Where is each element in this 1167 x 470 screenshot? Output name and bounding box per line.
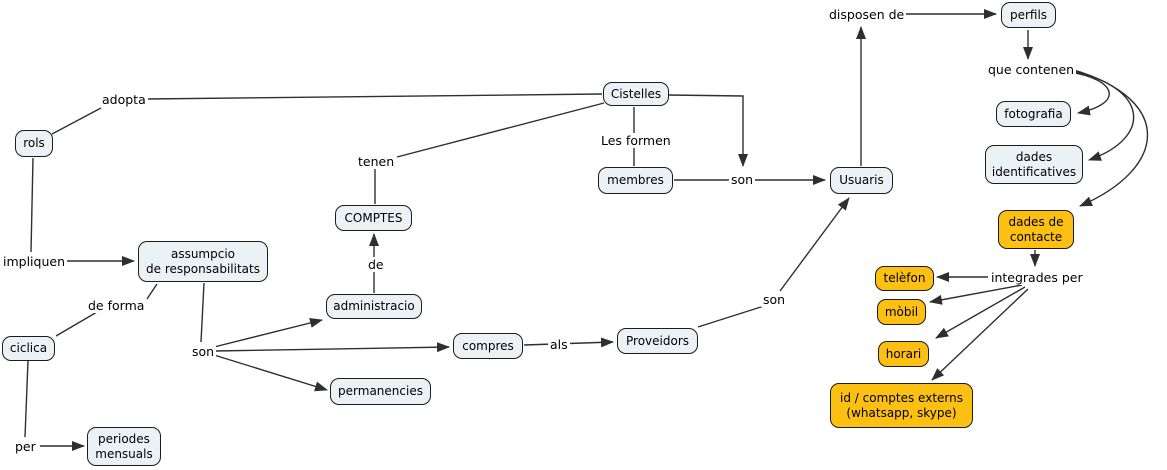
edge-quecontenen-dadescontacte-arrow [1073, 69, 1148, 207]
edge-deforma-ciclica [55, 311, 98, 337]
node-mobil[interactable]: mòbil [877, 299, 926, 325]
node-periodes-mensuals[interactable]: periodes mensuals [87, 427, 161, 466]
edge-label-adopta[interactable]: adopta [100, 92, 148, 107]
edge-son-usuaris-arrow [779, 197, 850, 292]
edge-adopta-cistelles [145, 93, 603, 100]
edge-assumpcio-son [200, 282, 205, 343]
edge-assumpcio-deforma [146, 283, 158, 300]
node-administracio[interactable]: administracio [326, 294, 422, 319]
node-usuaris[interactable]: Usuaris [830, 167, 893, 194]
node-proveidors[interactable]: Proveidors [617, 328, 698, 354]
node-perfils[interactable]: perfils [1001, 2, 1056, 28]
edge-label-disposen-de[interactable]: disposen de [827, 7, 907, 22]
edge-label-de[interactable]: de [366, 257, 386, 272]
node-compres[interactable]: compres [453, 333, 523, 359]
node-fotografia[interactable]: fotografia [996, 101, 1071, 127]
node-dades-de-contacte[interactable]: dades de contacte [998, 210, 1074, 249]
edge-label-les-formen[interactable]: Les formen [599, 133, 673, 148]
edge-quecontenen-fotografia-arrow [1069, 71, 1110, 116]
edge-rols-impliquen [30, 157, 34, 253]
node-membres[interactable]: membres [598, 167, 673, 194]
edge-son-compres-arrow [214, 342, 450, 353]
edge-label-que-contenen[interactable]: que contenen [986, 62, 1077, 77]
edge-cistelles-son-arrow [667, 94, 748, 167]
edge-label-son-assumpcio[interactable]: son [190, 344, 217, 359]
edge-integrades-idcomptes-arrow [931, 288, 1029, 381]
edge-rols-adopta [51, 107, 102, 135]
node-cistelles[interactable]: Cistelles [603, 82, 669, 106]
node-comptes[interactable]: COMPTES [335, 205, 412, 231]
edge-label-per[interactable]: per [13, 439, 38, 454]
edge-proveidors-son [697, 305, 765, 328]
edge-label-impliquen[interactable]: impliquen [1, 254, 67, 269]
edge-integrades-mobil-arrow [929, 284, 1023, 305]
edge-label-als[interactable]: als [548, 337, 570, 352]
edge-integrades-horari-arrow [935, 286, 1026, 339]
node-id-comptes-externs[interactable]: id / comptes externs (whatsapp, skype) [830, 383, 973, 428]
edge-ciclica-per [24, 360, 29, 438]
edge-label-tenen[interactable]: tenen [356, 154, 397, 169]
edge-label-son-proveidors[interactable]: son [761, 292, 788, 307]
node-rols[interactable]: rols [15, 130, 53, 157]
node-horari[interactable]: horari [878, 341, 929, 367]
edge-son-permanencies-arrow [213, 354, 328, 392]
node-assumpcio-responsabilitats[interactable]: assumpcio de responsabilitats [138, 241, 268, 282]
node-dades-identificatives[interactable]: dades identificatives [985, 145, 1083, 184]
edge-tenen-cistelles [396, 102, 605, 158]
edge-label-son-membres[interactable]: son [729, 172, 756, 187]
node-telefon[interactable]: telèfon [875, 266, 934, 291]
edge-son-administracio-arrow [213, 318, 323, 348]
node-ciclica[interactable]: ciclica [2, 336, 55, 361]
node-permanencies[interactable]: permanencies [330, 378, 431, 405]
edge-label-integrades-per[interactable]: integrades per [989, 270, 1085, 285]
edge-label-de-forma[interactable]: de forma [86, 298, 147, 313]
